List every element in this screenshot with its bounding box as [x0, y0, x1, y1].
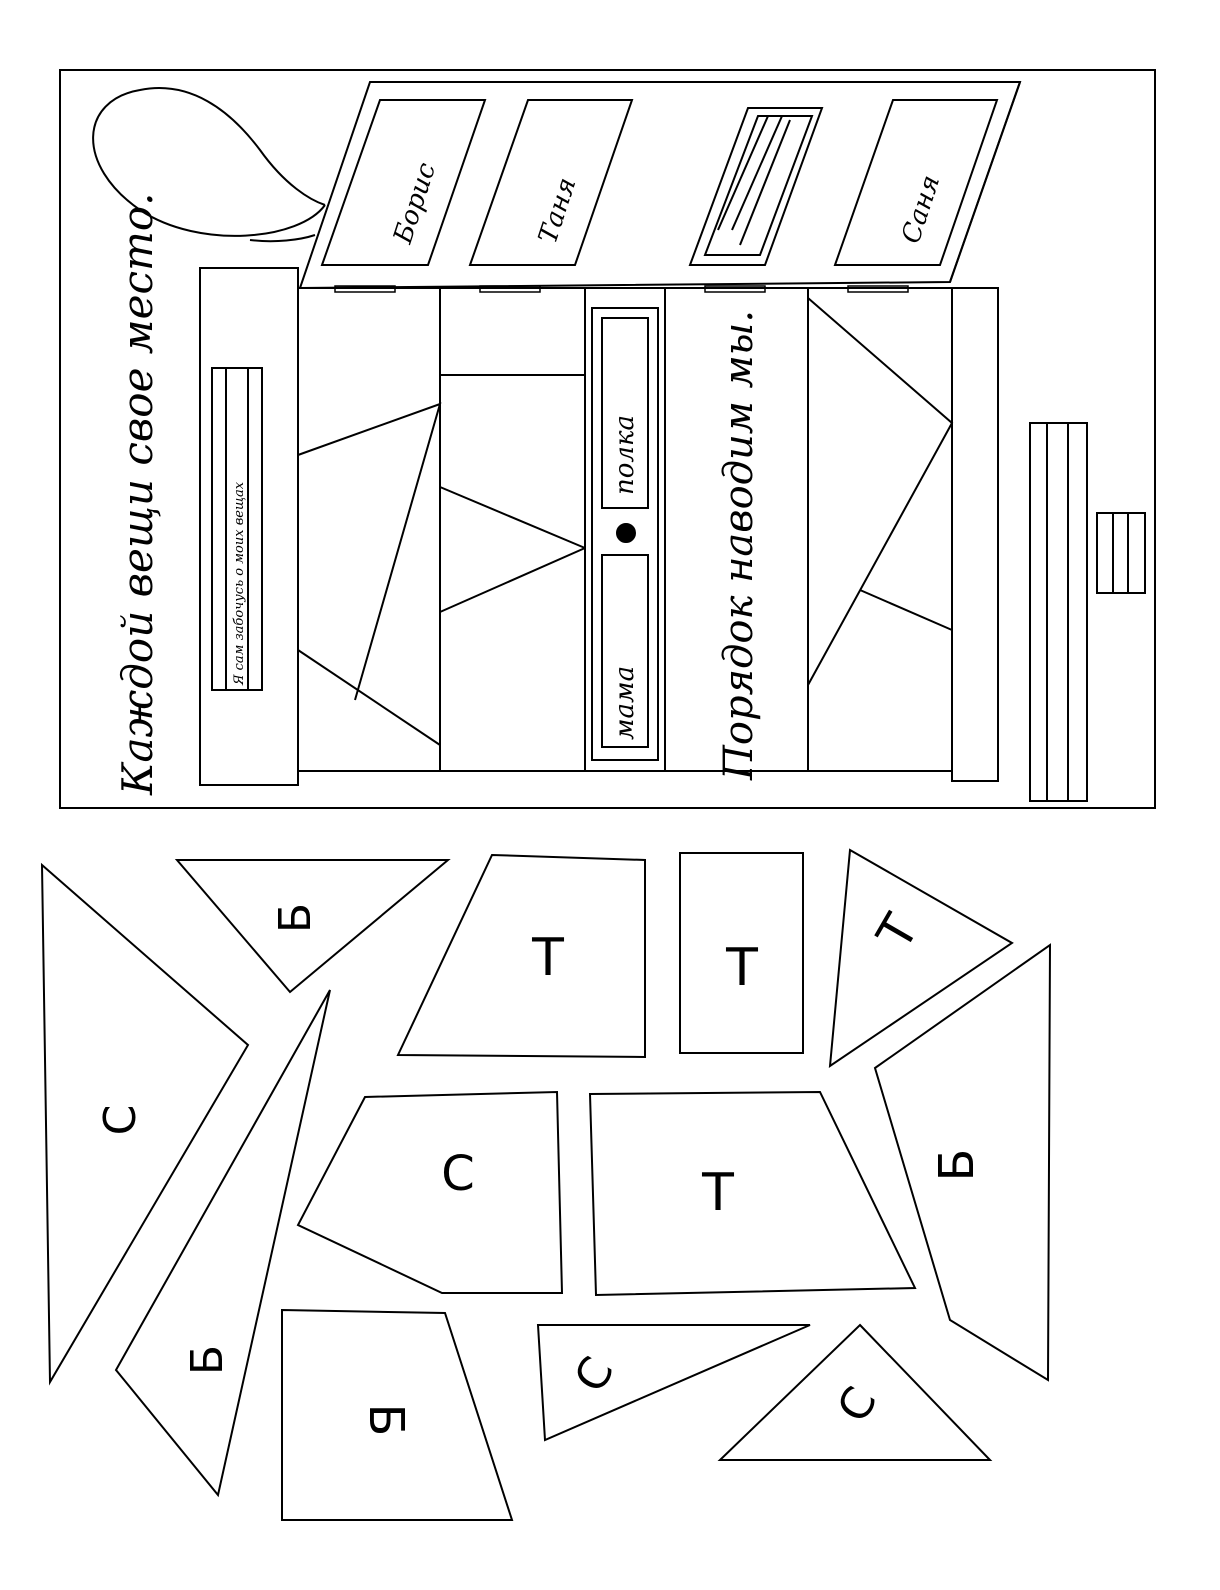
hinges	[334, 285, 909, 293]
shelf-lines-2b	[439, 486, 586, 549]
piece-tri-tall-left[interactable]	[40, 862, 250, 1386]
piece-quad-mid-left[interactable]	[296, 1090, 564, 1294]
panel-frame	[59, 69, 1156, 809]
door-knob	[616, 523, 636, 543]
thought-bubble	[92, 87, 326, 237]
piece-trap-bottom[interactable]	[281, 1308, 514, 1521]
door-plate-striped	[688, 107, 824, 266]
shelf-lines-3	[807, 297, 954, 686]
piece-tri-top-right[interactable]	[828, 848, 1014, 1069]
piece-quad-right[interactable]	[873, 943, 1052, 1382]
centre-door-upper-panel	[601, 317, 649, 509]
shelf-lines-2	[439, 374, 586, 613]
cabinet-body	[297, 287, 953, 772]
door-plate-boris	[320, 99, 487, 266]
piece-trap-mid[interactable]	[588, 1090, 917, 1297]
centre-door-lower-panel	[601, 554, 649, 748]
right-column	[951, 287, 999, 782]
worksheet-subtitle: Порядок наводим мы.	[716, 310, 762, 781]
worksheet-title: Каждой вещи свое место.	[113, 193, 162, 796]
piece-letter: Т	[701, 1163, 734, 1223]
door-plate-striped-inner	[703, 115, 814, 256]
cupboard-panel	[59, 69, 1156, 809]
book-spine	[211, 367, 263, 691]
piece-tri-long-diag[interactable]	[114, 989, 331, 1498]
piece-letter: Б	[929, 1149, 985, 1182]
tangram-pieces	[40, 848, 1052, 1521]
piece-letter: С	[95, 1105, 146, 1136]
door-edge	[949, 81, 1021, 283]
door-plate-stripe	[739, 119, 791, 246]
book-spine-text: Я сам забочусь о моих вещах	[232, 481, 247, 686]
piece-tri-top-small[interactable]	[174, 859, 451, 994]
piece-letter: Б	[182, 1345, 233, 1375]
shelf-lines-1b	[297, 649, 441, 746]
book-stack	[1029, 422, 1088, 802]
piece-letter: Т	[725, 938, 758, 998]
piece-letter: Б	[358, 1404, 414, 1437]
thought-bubble-tail	[249, 234, 316, 243]
shelf-lines-1	[297, 402, 442, 701]
shelf-word-right: полка	[610, 415, 640, 495]
piece-letter: Т	[531, 928, 564, 988]
small-book	[1096, 512, 1146, 594]
name-tanya: Таня	[533, 174, 582, 247]
door-plate-sanya	[833, 99, 999, 266]
piece-tri-bottom-right[interactable]	[717, 1323, 993, 1461]
shelf-word-left: мама	[610, 666, 640, 740]
piece-rect-small[interactable]	[679, 852, 804, 1054]
centre-door	[591, 307, 659, 761]
piece-trap-top[interactable]	[396, 853, 646, 1059]
piece-letter: С	[441, 1146, 475, 1202]
name-sanya: Саня	[896, 172, 946, 248]
shelf-lines-3b	[859, 589, 953, 631]
door-plate-stripe	[731, 115, 783, 231]
piece-letter: Б	[270, 903, 321, 933]
door-plate-tanya	[468, 99, 634, 266]
piece-tri-bottom-mid[interactable]	[536, 1324, 811, 1442]
door-plate-stripe	[717, 115, 769, 231]
name-boris: Борис	[388, 159, 443, 248]
